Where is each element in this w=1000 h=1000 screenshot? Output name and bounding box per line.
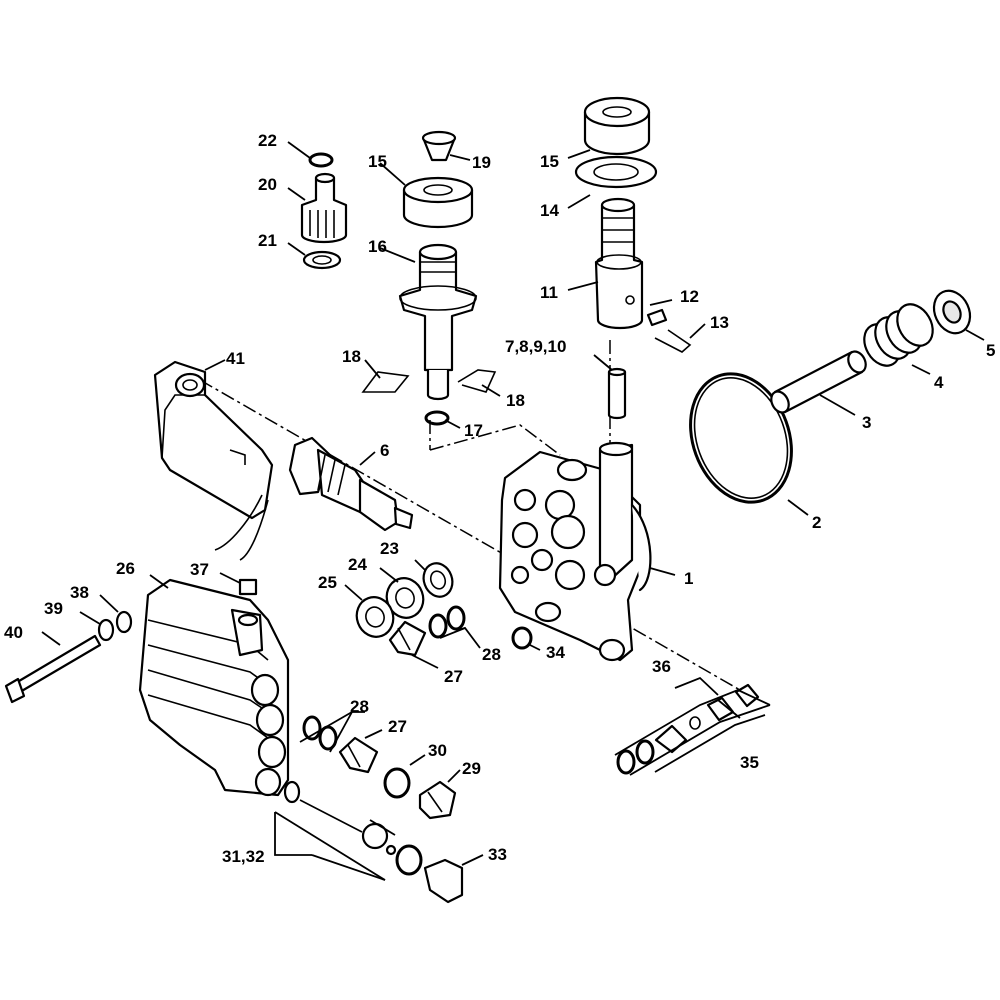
leader-lines bbox=[41, 141, 985, 866]
label-part-35: 35 bbox=[740, 753, 759, 772]
label-part-27-upper: 27 bbox=[444, 667, 463, 686]
label-part-36: 36 bbox=[652, 657, 671, 676]
part-12-pin bbox=[646, 308, 668, 327]
part-11-guide-sleeve bbox=[594, 197, 644, 330]
part-22-o-ring bbox=[308, 152, 334, 168]
label-part-15-right: 15 bbox=[540, 152, 559, 171]
part-41-switch-housing bbox=[153, 360, 274, 561]
label-part-13: 13 bbox=[710, 313, 729, 332]
part-21-washer bbox=[302, 250, 342, 270]
part-15-cap-left bbox=[402, 176, 474, 229]
label-part-27-lower: 27 bbox=[388, 717, 407, 736]
part-16-inlet-tube bbox=[398, 243, 478, 401]
part-23-seal bbox=[422, 562, 454, 598]
label-part-37: 37 bbox=[190, 560, 209, 579]
part-30-o-ring bbox=[383, 767, 411, 799]
label-part-1: 1 bbox=[684, 569, 693, 588]
part-38-washer bbox=[115, 610, 133, 634]
part-4-spring bbox=[863, 303, 934, 367]
label-part-24: 24 bbox=[348, 555, 367, 574]
label-part-22: 22 bbox=[258, 131, 277, 150]
part-28-o-rings-lower bbox=[302, 715, 338, 751]
center-lines bbox=[199, 340, 741, 691]
label-part-31-32: 31,32 bbox=[222, 847, 265, 866]
label-part-18-right: 18 bbox=[506, 391, 525, 410]
part-5-retainer bbox=[932, 289, 972, 335]
part-26-manifold bbox=[138, 578, 290, 797]
label-part-7-10: 7,8,9,10 bbox=[505, 337, 566, 356]
part-2-large-o-ring bbox=[689, 372, 793, 504]
part-18-clips bbox=[361, 369, 497, 393]
label-part-29: 29 bbox=[462, 759, 481, 778]
part-13-clip bbox=[654, 329, 692, 353]
part-14-washer bbox=[574, 155, 658, 189]
part-37-set-screw bbox=[238, 578, 258, 596]
part-27-valve-lower bbox=[338, 736, 379, 774]
part-20-connector bbox=[300, 172, 348, 244]
label-part-28-upper: 28 bbox=[482, 645, 501, 664]
label-part-41: 41 bbox=[226, 349, 245, 368]
label-part-15-left: 15 bbox=[368, 152, 387, 171]
callout-labels: 1 2 3 4 5 6 7,8,9,10 11 12 13 14 15 15 1… bbox=[4, 131, 995, 866]
part-33-plug bbox=[395, 844, 464, 904]
part-27-valve-upper bbox=[388, 620, 427, 657]
part-31-32-unloader-spring bbox=[283, 780, 397, 856]
part-19-filter bbox=[421, 130, 457, 162]
label-part-16: 16 bbox=[368, 237, 387, 256]
label-part-5: 5 bbox=[986, 341, 995, 360]
label-part-40: 40 bbox=[4, 623, 23, 642]
part-1-pump-head bbox=[498, 441, 652, 662]
part-28-o-rings-upper bbox=[428, 605, 466, 639]
part-25-seal bbox=[355, 596, 395, 638]
label-part-28-lower: 28 bbox=[350, 697, 369, 716]
label-part-11: 11 bbox=[540, 283, 558, 302]
label-part-33: 33 bbox=[488, 845, 507, 864]
label-part-23: 23 bbox=[380, 539, 399, 558]
label-part-6: 6 bbox=[380, 441, 389, 460]
label-part-34: 34 bbox=[546, 643, 565, 662]
label-part-20: 20 bbox=[258, 175, 277, 194]
part-29-plug bbox=[418, 780, 457, 820]
label-part-39: 39 bbox=[44, 599, 63, 618]
part-39-washer bbox=[97, 618, 115, 642]
label-part-4: 4 bbox=[934, 373, 944, 392]
bracket-lines bbox=[274, 626, 771, 881]
part-17-o-ring bbox=[424, 410, 450, 426]
part-24-seal bbox=[385, 577, 425, 619]
label-part-30: 30 bbox=[428, 741, 447, 760]
part-15-cap-right bbox=[583, 96, 651, 156]
label-part-17: 17 bbox=[464, 421, 483, 440]
part-40-bolt bbox=[4, 634, 102, 704]
part-34-o-ring bbox=[511, 626, 533, 650]
label-part-3: 3 bbox=[862, 413, 871, 432]
part-7-10-plunger bbox=[607, 367, 627, 420]
label-part-2: 2 bbox=[812, 513, 821, 532]
part-6-valve-stem bbox=[288, 436, 414, 532]
label-part-19: 19 bbox=[472, 153, 491, 172]
label-part-25: 25 bbox=[318, 573, 337, 592]
label-part-12: 12 bbox=[680, 287, 699, 306]
part-36-valve-kit bbox=[616, 683, 760, 775]
part-3-piston bbox=[770, 350, 867, 414]
label-part-21: 21 bbox=[258, 231, 277, 250]
label-part-26: 26 bbox=[116, 559, 135, 578]
label-part-18-left: 18 bbox=[342, 347, 361, 366]
label-part-14: 14 bbox=[540, 201, 559, 220]
label-part-38: 38 bbox=[70, 583, 89, 602]
